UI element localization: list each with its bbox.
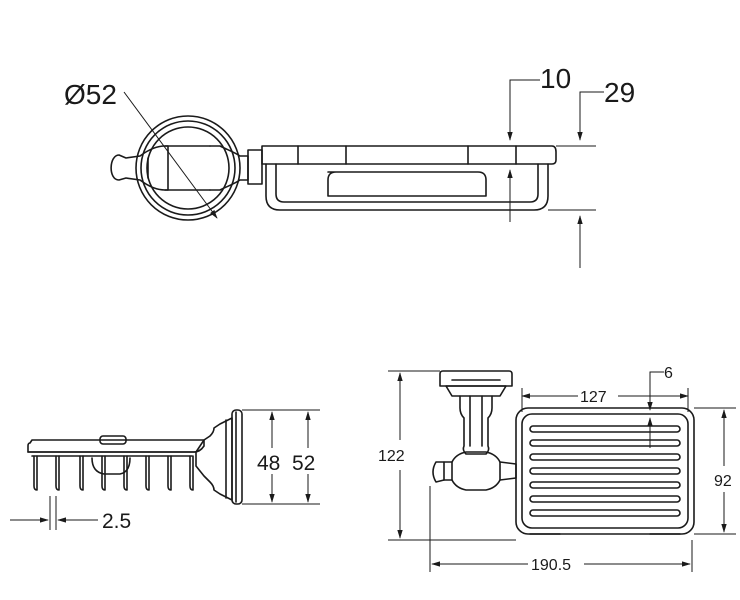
diameter-leader bbox=[123, 91, 218, 219]
rosette-ring bbox=[140, 120, 236, 216]
basket-slat bbox=[529, 509, 681, 517]
dim-2-5-label: 2.5 bbox=[102, 510, 131, 533]
basket-tine bbox=[33, 455, 38, 491]
rosette-inner-circle bbox=[146, 126, 230, 210]
dim-190-5-label: 190.5 bbox=[531, 557, 571, 574]
knob-shape bbox=[110, 145, 169, 191]
tray-basket bbox=[265, 163, 549, 211]
dim-10-label: 10 bbox=[540, 63, 571, 94]
dim-29-leader bbox=[577, 91, 604, 141]
top-view: Ø52 10 29 bbox=[64, 63, 635, 268]
basket-tine bbox=[189, 455, 194, 491]
basket-slat bbox=[529, 495, 681, 503]
basket-slat bbox=[529, 425, 681, 433]
front-basket-inner bbox=[521, 413, 689, 529]
dim-10-leader bbox=[507, 79, 540, 141]
basket-tine bbox=[101, 455, 106, 491]
basket-tine bbox=[79, 455, 84, 491]
basket-tine bbox=[123, 455, 128, 491]
basket-tines bbox=[33, 455, 194, 491]
dim-6-leader bbox=[647, 371, 664, 411]
dim-6-label: 6 bbox=[664, 365, 673, 382]
basket-slat bbox=[529, 453, 681, 461]
basket-tine bbox=[167, 455, 172, 491]
front-basket-outer bbox=[515, 407, 695, 535]
basket-slats bbox=[529, 425, 681, 517]
basket-slat bbox=[529, 481, 681, 489]
basket-slat bbox=[529, 467, 681, 475]
basket-slat bbox=[529, 439, 681, 447]
dim-122-label: 122 bbox=[378, 448, 405, 465]
side-rosette-plate bbox=[231, 409, 243, 505]
front-post bbox=[459, 395, 493, 455]
front-mount-cap bbox=[439, 370, 513, 387]
basket-tine bbox=[145, 455, 150, 491]
diameter-label: Ø52 bbox=[64, 79, 117, 110]
dim-52-label: 52 bbox=[292, 452, 315, 475]
front-view: 122 127 6 92 190.5 bbox=[378, 365, 736, 574]
tray-frame bbox=[261, 145, 557, 165]
side-view: 48 52 2.5 bbox=[10, 409, 324, 533]
tray-handle-slot bbox=[327, 171, 487, 197]
side-tray-bar bbox=[27, 439, 205, 453]
dim-29-label: 29 bbox=[604, 77, 635, 108]
side-support bbox=[91, 457, 131, 475]
front-arm bbox=[432, 451, 517, 491]
dim-127-label: 127 bbox=[580, 389, 607, 406]
arm-connector bbox=[247, 149, 263, 185]
dim-92-label: 92 bbox=[714, 473, 732, 490]
rosette-outer-circle bbox=[135, 115, 241, 221]
dim-48-label: 48 bbox=[257, 452, 280, 475]
basket-tine bbox=[55, 455, 60, 491]
